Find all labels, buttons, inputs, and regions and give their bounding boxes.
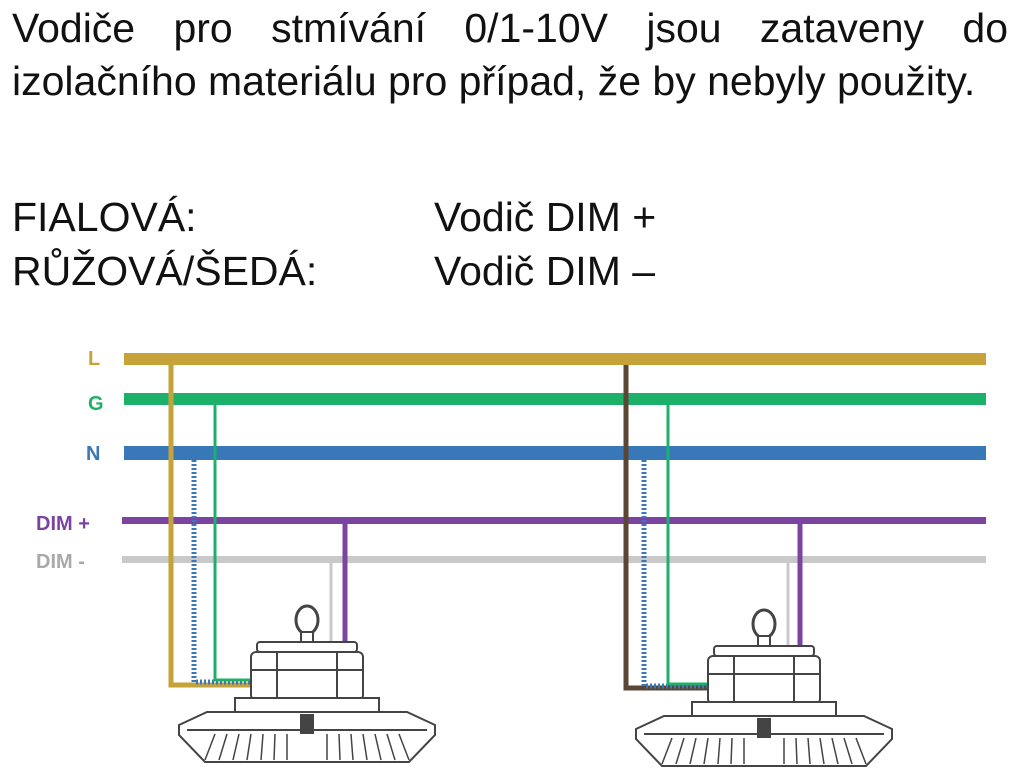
wire-label-dim-minus: DIM -	[36, 551, 85, 573]
legend-value-dim-plus: Vodič DIM +	[434, 194, 657, 240]
wire-dim-minus	[122, 556, 986, 563]
wire-label-n: N	[86, 443, 100, 465]
wire-l	[124, 353, 986, 365]
wire-dim-plus	[122, 517, 986, 524]
wiring-diagram: L G N DIM + DIM -	[36, 348, 986, 767]
wire-label-g: G	[88, 393, 104, 415]
wire-g	[124, 393, 986, 405]
legend-row-pink-grey: RŮŽOVÁ/ŠEDÁ: Vodič DIM –	[12, 246, 655, 296]
high-bay-light-icon	[178, 604, 436, 763]
drop-l-1	[168, 365, 262, 688]
drop-g-1	[213, 405, 262, 682]
legend-value-dim-minus: Vodič DIM –	[434, 248, 656, 294]
drop-dim-plus-1	[334, 524, 348, 653]
drop-n-2	[641, 460, 712, 689]
wire-n	[124, 446, 986, 460]
description-paragraph: Vodiče pro stmívání 0/1-10V jsou zataven…	[12, 5, 1008, 104]
drop-dim-plus-2	[788, 524, 803, 658]
wire-label-dim-plus: DIM +	[36, 513, 90, 535]
legend-key-purple: FIALOVÁ:	[12, 194, 197, 240]
legend-key-pink-grey: RŮŽOVÁ/ŠEDÁ:	[12, 248, 318, 294]
drop-n-1	[191, 460, 262, 685]
wire-label-l: L	[88, 348, 100, 370]
drop-g-2	[666, 405, 712, 686]
high-bay-light-icon	[635, 608, 893, 767]
legend-row-purple: FIALOVÁ: Vodič DIM +	[12, 192, 656, 242]
